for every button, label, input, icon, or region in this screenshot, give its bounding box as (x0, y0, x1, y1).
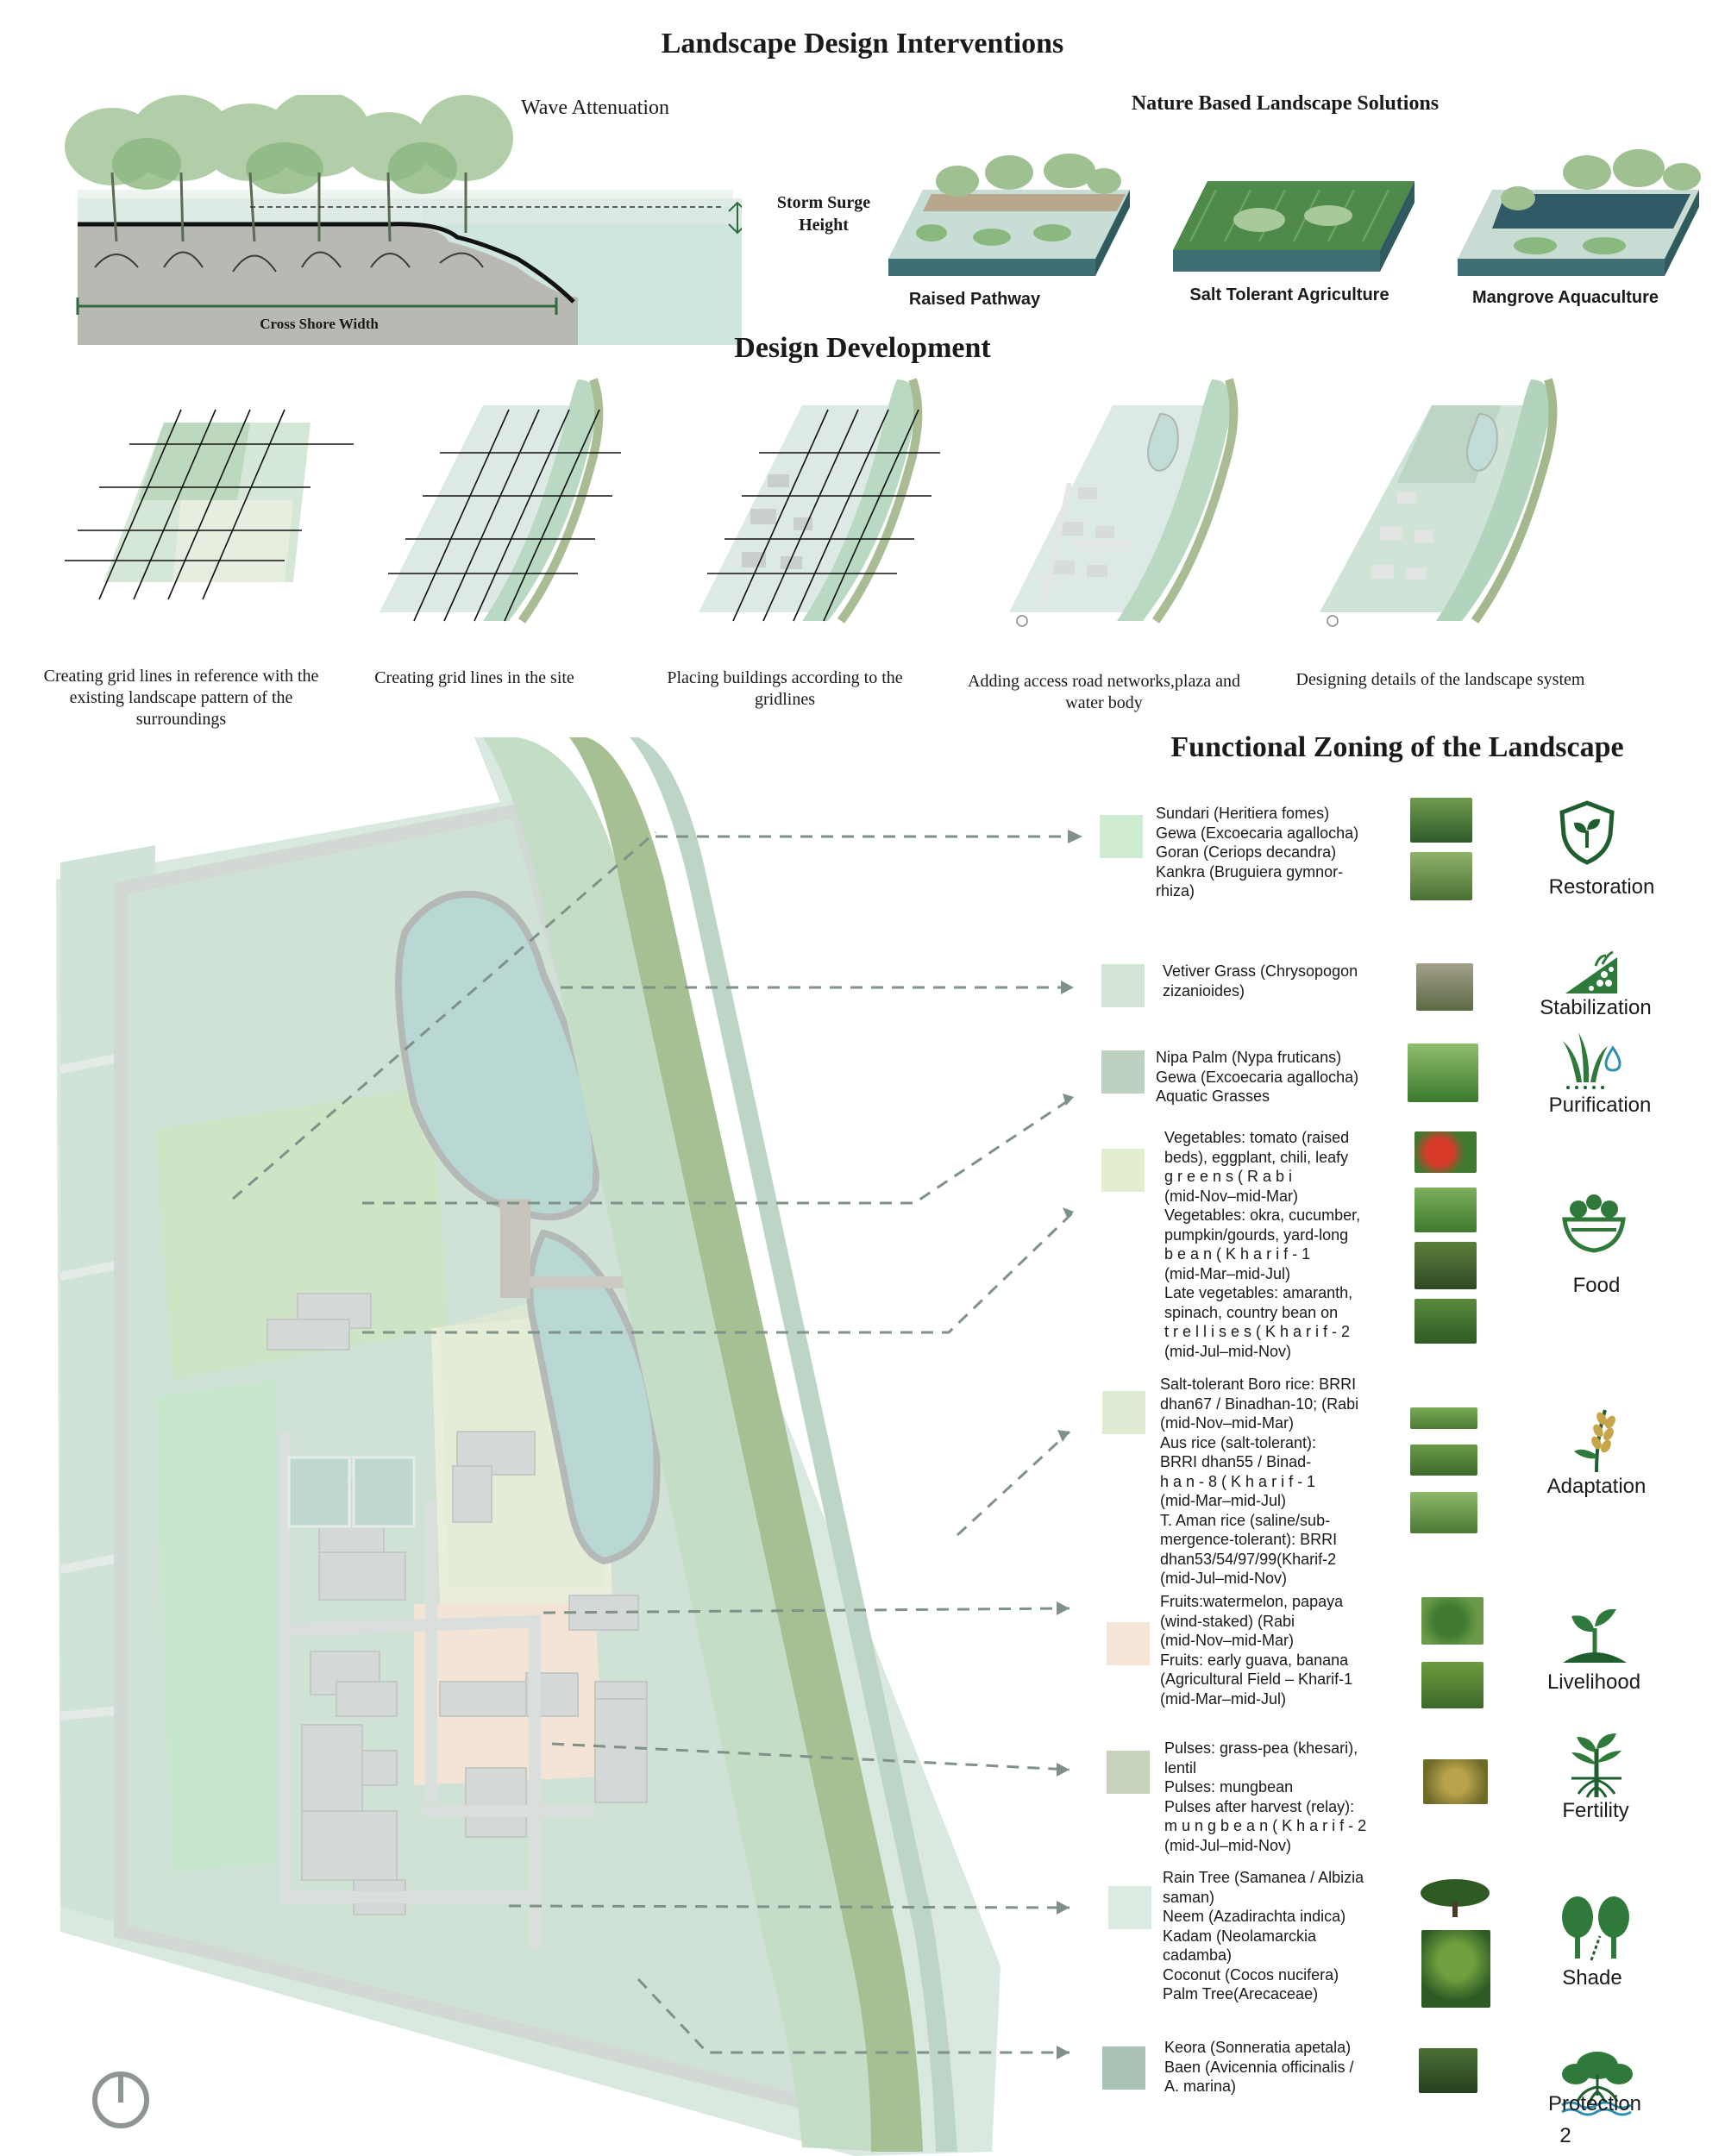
zone-photo-food-2 (1414, 1188, 1477, 1232)
zone-function-purification: Purification (1548, 1094, 1652, 1117)
vegetable-basket-icon (1562, 1194, 1626, 1253)
nbs-title: Nature Based Landscape Solutions (1131, 92, 1440, 115)
zone-photo-adaptation-3 (1410, 1492, 1477, 1533)
shield-leaf-icon (1559, 800, 1615, 865)
zone-swatch-restoration (1100, 815, 1143, 858)
zone-species-protection: Keora (Sonneratia apetala)Baen (Avicenni… (1164, 2039, 1354, 2095)
zone-swatch-adaptation (1102, 1391, 1145, 1434)
design-step-3-diagram (699, 378, 940, 624)
zone-function-adaptation: Adaptation (1546, 1475, 1647, 1498)
zone-species-restoration: Sundari (Heritiera fomes)Gewa (Excoecari… (1156, 805, 1359, 899)
cross-shore-label: Cross Shore Width (260, 316, 379, 332)
zone-species-purification: Nipa Palm (Nypa fruticans)Gewa (Excoecar… (1156, 1049, 1359, 1105)
nbs-label-mangrove-aquaculture: Mangrove Aquaculture (1472, 288, 1659, 307)
zone-photo-shade-1 (1421, 1879, 1490, 1917)
nbs-label-salt-tolerant-agriculture: Salt Tolerant Agriculture (1189, 285, 1389, 304)
zone-photo-fertility (1423, 1759, 1488, 1804)
zone-function-protection: Protection (1547, 2092, 1642, 2115)
zone-photo-shade-2 (1421, 1930, 1490, 2008)
raised-pathway-illustration (888, 154, 1130, 276)
page-title: Landscape Design Interventions (661, 28, 1064, 60)
zone-photo-protection (1419, 2048, 1477, 2093)
zone-arrow-restoration (656, 830, 1082, 843)
zone-function-livelihood: Livelihood (1546, 1670, 1641, 1694)
zone-photo-restoration-2 (1410, 852, 1472, 900)
zone-species-livelihood: Fruits:watermelon, papaya(wind-staked) (… (1160, 1593, 1353, 1708)
zone-function-stabilization: Stabilization (1540, 996, 1652, 1019)
design-step-2-diagram (380, 378, 621, 624)
mangrove-protection-icon (1561, 2052, 1633, 2116)
wave-attenuation-illustration (65, 95, 742, 345)
design-step-3-caption: Placing buildings according to the gridl… (667, 668, 903, 709)
design-step-4-diagram (1009, 378, 1239, 627)
zone-function-shade: Shade (1562, 1966, 1622, 1990)
page-number: 2 (1559, 2124, 1571, 2147)
zone-function-food: Food (1572, 1274, 1621, 1297)
zone-swatch-shade (1108, 1886, 1151, 1929)
storm-surge-label: Storm Surge Height (776, 193, 871, 235)
design-step-5-caption: Designing details of the landscape syste… (1295, 670, 1585, 689)
zone-photo-adaptation-1 (1410, 1407, 1477, 1429)
design-step-2-caption: Creating grid lines in the site (374, 668, 574, 687)
zone-swatch-food (1101, 1149, 1145, 1192)
zone-photo-purification (1408, 1044, 1478, 1102)
rice-stalk-icon (1574, 1409, 1615, 1473)
zone-photo-stabilization (1416, 963, 1473, 1011)
two-trees-icon (1562, 1896, 1629, 1961)
nbs-label-raised-pathway: Raised Pathway (908, 290, 1041, 309)
functional-zoning-title: Functional Zoning of the Landscape (1170, 731, 1624, 763)
plant-roots-icon (1571, 1733, 1622, 1798)
zone-swatch-stabilization (1101, 964, 1145, 1007)
zone-photo-food-3 (1414, 1242, 1477, 1289)
zone-function-restoration: Restoration (1548, 875, 1655, 899)
salt-tolerant-agriculture-illustration (1173, 181, 1414, 272)
zone-photo-livelihood-2 (1421, 1662, 1484, 1708)
zone-photo-food-4 (1414, 1299, 1477, 1344)
design-step-1-diagram (65, 409, 354, 600)
wave-attenuation-label: Wave Attenuation (520, 97, 670, 119)
zone-function-fertility: Fertility (1562, 1799, 1629, 1822)
zone-photo-adaptation-2 (1410, 1445, 1477, 1476)
zone-photo-livelihood-1 (1421, 1597, 1484, 1645)
design-step-5-diagram (1320, 378, 1558, 627)
zone-swatch-protection (1102, 2046, 1145, 2090)
design-development-title: Design Development (734, 332, 991, 364)
design-step-4-caption: Adding access road networks,plaza and wa… (968, 672, 1240, 712)
grass-water-drop-icon (1563, 1032, 1622, 1089)
slope-stabilization-icon (1565, 950, 1617, 993)
zone-photo-restoration-1 (1410, 798, 1472, 843)
site-plan (56, 737, 1076, 2156)
zone-swatch-fertility (1107, 1751, 1150, 1794)
sprout-icon (1563, 1608, 1627, 1663)
zone-swatch-purification (1101, 1050, 1145, 1094)
mangrove-aquaculture-illustration (1458, 149, 1701, 276)
zone-photo-food-1 (1414, 1131, 1477, 1173)
design-step-1-caption: Creating grid lines in reference with th… (43, 667, 319, 729)
zone-swatch-livelihood (1107, 1622, 1150, 1665)
